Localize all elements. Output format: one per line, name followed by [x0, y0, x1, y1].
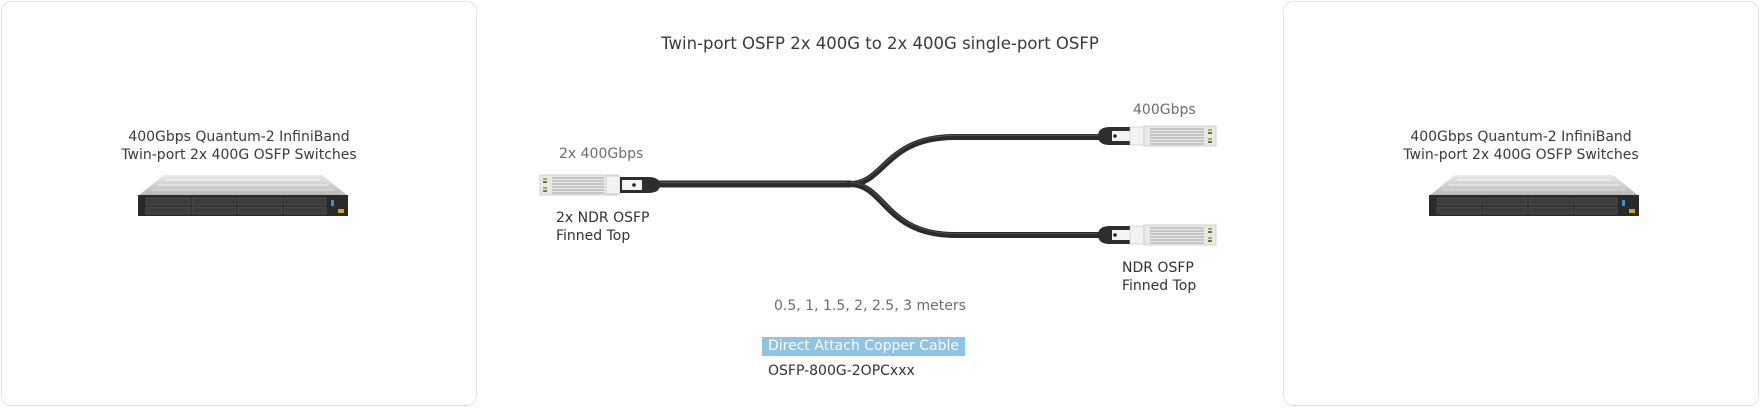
left-switch-panel: 400Gbps Quantum-2 InfiniBand Twin-port 2… — [1, 1, 477, 406]
network-switch-icon — [138, 175, 348, 216]
right-end-speed: 400Gbps — [1133, 102, 1196, 118]
cable-part-number: OSFP-800G-2OPCxxx — [768, 363, 915, 379]
left-osfp-connector-icon — [539, 174, 660, 196]
left-switch-label-line2: Twin-port 2x 400G OSFP Switches — [121, 147, 357, 163]
left-end-type: 2x NDR OSFP Finned Top — [556, 209, 649, 245]
cable-category-badge: Direct Attach Copper Cable — [762, 337, 965, 356]
right-switch-label-line2: Twin-port 2x 400G OSFP Switches — [1403, 147, 1639, 163]
right-osfp-connector-icon-lower — [1098, 224, 1217, 246]
left-switch-label-line1: 400Gbps Quantum-2 InfiniBand — [128, 129, 350, 145]
cable-icon — [651, 134, 1103, 238]
diagram-title: Twin-port OSFP 2x 400G to 2x 400G single… — [661, 34, 1099, 53]
right-end-type-line2: Finned Top — [1122, 278, 1197, 294]
left-end-speed: 2x 400Gbps — [559, 146, 644, 162]
right-switch-panel: 400Gbps Quantum-2 InfiniBand Twin-port 2… — [1283, 1, 1759, 406]
network-switch-icon — [1429, 175, 1639, 216]
left-end-type-line2: Finned Top — [556, 228, 631, 244]
cable-lengths: 0.5, 1, 1.5, 2, 2.5, 3 meters — [774, 298, 966, 314]
right-osfp-connector-icon-upper — [1098, 125, 1217, 147]
left-end-type-line1: 2x NDR OSFP — [556, 210, 650, 226]
right-switch-label-line1: 400Gbps Quantum-2 InfiniBand — [1410, 129, 1632, 145]
left-switch-label: 400Gbps Quantum-2 InfiniBand Twin-port 2… — [2, 128, 476, 164]
right-end-type: NDR OSFP Finned Top — [1122, 259, 1196, 295]
right-end-type-line1: NDR OSFP — [1122, 260, 1194, 276]
right-switch-label: 400Gbps Quantum-2 InfiniBand Twin-port 2… — [1284, 128, 1758, 164]
